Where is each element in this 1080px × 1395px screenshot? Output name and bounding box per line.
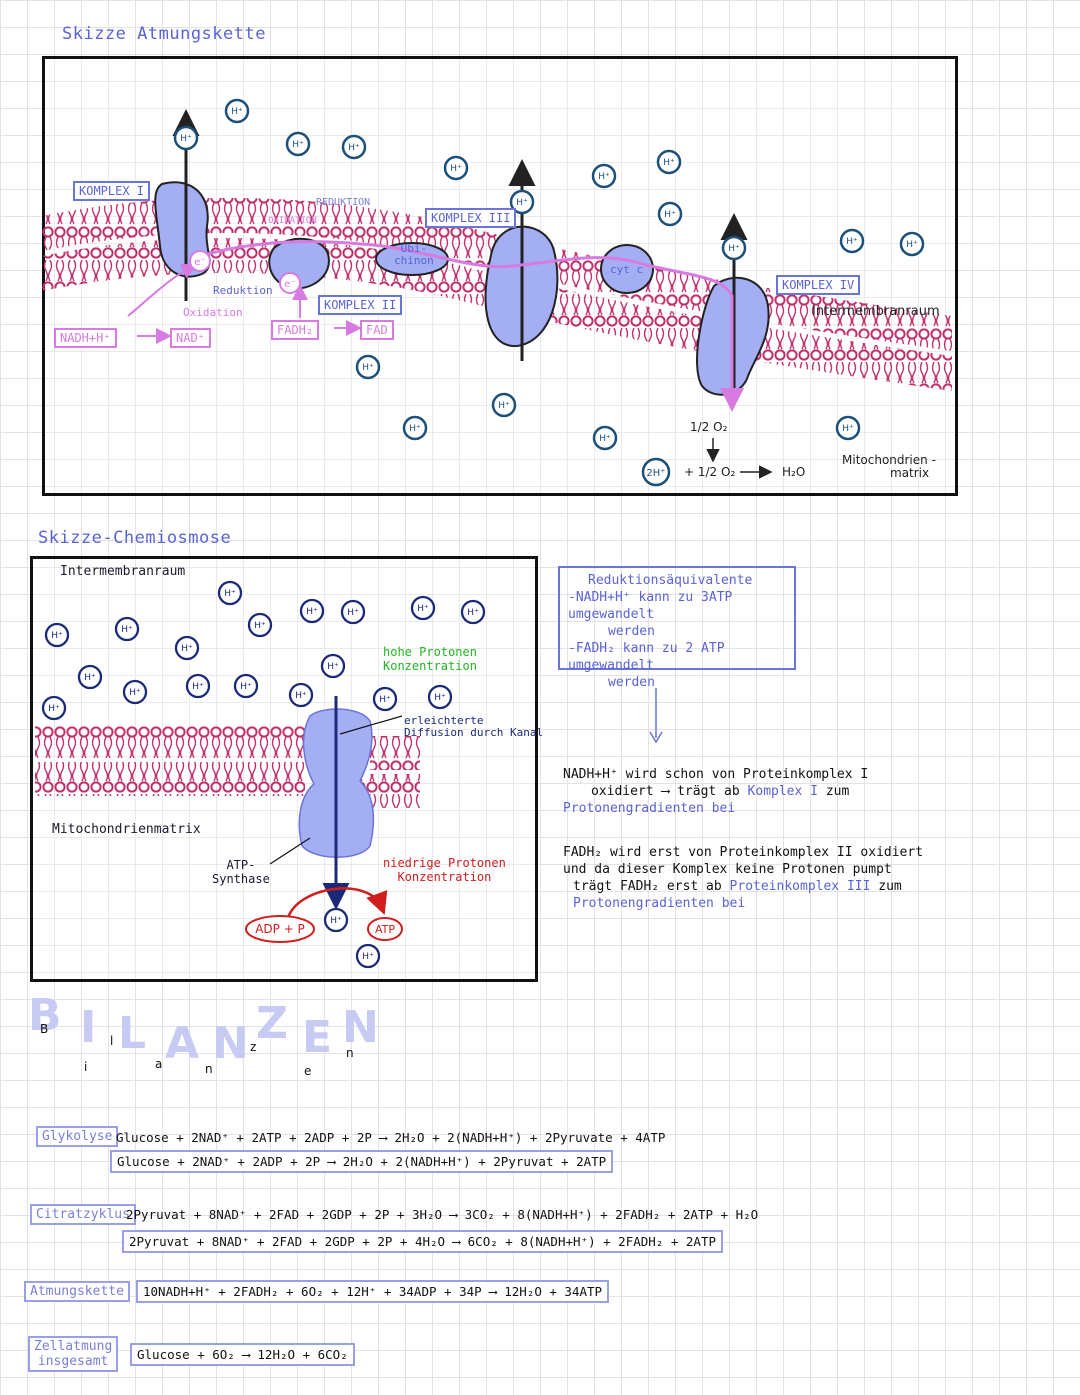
glykolyse-equation: Glucose + 2NAD⁺ + 2ADP + 2P ⟶ 2H₂O + 2(N… bbox=[110, 1150, 614, 1173]
svg-text:ATP: ATP bbox=[375, 923, 395, 936]
svg-text:H⁺: H⁺ bbox=[231, 107, 243, 117]
svg-text:H⁺: H⁺ bbox=[598, 172, 610, 182]
reaction-o2: + 1/2 O₂ bbox=[684, 465, 735, 479]
glykolyse-equation-draft: Glucose + 2NAD⁺ + 2ATP + 2ADP + 2P ⟶ 2H₂… bbox=[116, 1130, 666, 1145]
reduktion-label: Reduktion bbox=[213, 284, 273, 297]
atp-synthase-label: ATP-Synthase bbox=[212, 858, 270, 886]
membrane-bilayer-2 bbox=[35, 724, 420, 808]
komplex-4-label: KOMPLEX IV bbox=[776, 275, 861, 295]
proton-icons bbox=[173, 98, 925, 451]
atmungskette-equation: 10NADH+H⁺ + 2FADH₂ + 6O₂ + 12H⁺ + 34ADP … bbox=[136, 1280, 610, 1303]
svg-text:e⁻: e⁻ bbox=[284, 279, 295, 290]
svg-text:H⁺: H⁺ bbox=[348, 143, 360, 153]
bilanzen-heading: B I L A N Z E N B i l a n z e n bbox=[28, 990, 379, 1078]
svg-text:H⁺: H⁺ bbox=[498, 401, 510, 411]
svg-text:H⁺: H⁺ bbox=[51, 631, 63, 641]
fad-label: FAD bbox=[360, 320, 394, 340]
glykolyse-label: Glykolyse bbox=[36, 1126, 119, 1147]
svg-text:H⁺: H⁺ bbox=[192, 682, 204, 692]
svg-text:H⁺: H⁺ bbox=[842, 424, 854, 434]
electron-path bbox=[199, 240, 744, 412]
nad-label: NAD⁺ bbox=[170, 328, 211, 348]
svg-text:H⁺: H⁺ bbox=[48, 704, 60, 714]
svg-text:H⁺: H⁺ bbox=[728, 244, 740, 254]
svg-text:H⁺: H⁺ bbox=[467, 608, 479, 618]
svg-text:H⁺: H⁺ bbox=[254, 621, 266, 631]
citratzyklus-label: Citratzyklus bbox=[30, 1204, 136, 1225]
svg-text:H⁺: H⁺ bbox=[129, 688, 141, 698]
section-title-atmungskette: Skizze Atmungskette bbox=[62, 24, 266, 44]
svg-text:H⁺: H⁺ bbox=[84, 673, 96, 683]
zellatmung-equation: Glucose + 6O₂ ⟶ 12H₂O + 6CO₂ bbox=[130, 1343, 355, 1366]
nadh-label: NADH+H⁺ bbox=[54, 328, 117, 348]
note-nadh: NADH+H⁺ wird schon von Proteinkomplex I … bbox=[563, 767, 869, 816]
svg-text:2H⁺: 2H⁺ bbox=[646, 468, 665, 479]
adp-to-atp-arrow bbox=[286, 887, 388, 919]
intermembranraum-label: Intermembranraum bbox=[812, 304, 940, 319]
svg-text:H⁺: H⁺ bbox=[180, 134, 192, 144]
svg-text:H⁺: H⁺ bbox=[362, 363, 374, 373]
matrix-label: Mitochondrien - bbox=[842, 453, 936, 467]
svg-text:H⁺: H⁺ bbox=[330, 916, 342, 926]
fadh2-label: FADH₂ bbox=[271, 320, 320, 340]
svg-text:H⁺: H⁺ bbox=[434, 693, 446, 703]
svg-text:H⁺: H⁺ bbox=[224, 589, 236, 599]
electron-icon bbox=[189, 250, 211, 272]
svg-text:ADP + P: ADP + P bbox=[255, 922, 305, 936]
chemiosmose-matrix-label: Mitochondrienmatrix bbox=[52, 822, 201, 837]
adp-bubble bbox=[245, 915, 315, 943]
svg-text:e⁻: e⁻ bbox=[194, 257, 205, 268]
electron-path-nadh bbox=[127, 263, 198, 317]
svg-text:H⁺: H⁺ bbox=[327, 662, 339, 672]
atp-bubble bbox=[367, 917, 403, 941]
proton-icons-2 bbox=[41, 580, 486, 969]
svg-text:H⁺: H⁺ bbox=[295, 691, 307, 701]
komplex-2-label: KOMPLEX II bbox=[318, 295, 403, 315]
svg-text:H⁺: H⁺ bbox=[240, 682, 252, 692]
svg-text:H⁺: H⁺ bbox=[181, 644, 193, 654]
svg-text:H⁺: H⁺ bbox=[663, 158, 675, 168]
atmungskette-diagram: e⁻ e⁻ H⁺ H⁺ H⁺ H⁺ H⁺ H⁺ H⁺ H⁺ H⁺ H⁺ H⁺ H⁺ H⁺ H⁺… bbox=[42, 98, 952, 487]
reduktionsaequivalente-box: Reduktionsäquivalente -NADH+H⁺ kann zu 3… bbox=[558, 566, 796, 690]
svg-text:H⁺: H⁺ bbox=[292, 140, 304, 150]
oxidation-label: Oxidation bbox=[183, 306, 243, 319]
chemiosmose-intermembranraum-label: Intermembranraum bbox=[60, 564, 186, 579]
citratzyklus-equation: 2Pyruvat + 8NAD⁺ + 2FAD + 2GDP + 2P + 4H… bbox=[122, 1230, 723, 1253]
svg-text:H⁺: H⁺ bbox=[450, 164, 462, 174]
notes-down-arrow bbox=[649, 688, 663, 744]
svg-text:H⁺: H⁺ bbox=[379, 695, 391, 705]
svg-text:H⁺: H⁺ bbox=[906, 240, 918, 250]
svg-text:H⁺: H⁺ bbox=[599, 434, 611, 444]
reaction-water: H₂O bbox=[782, 465, 805, 479]
svg-text:H⁺: H⁺ bbox=[347, 608, 359, 618]
svg-text:H⁺: H⁺ bbox=[409, 424, 421, 434]
atmungskette-label: Atmungskette bbox=[24, 1281, 130, 1302]
electron-icon bbox=[279, 272, 301, 294]
two-protons-icon bbox=[641, 457, 671, 487]
svg-text:H⁺: H⁺ bbox=[516, 198, 528, 208]
oxidation-top-label: OXIDATION bbox=[268, 216, 317, 226]
svg-text:H⁺: H⁺ bbox=[846, 237, 858, 247]
chemiosmose-diagram: ADP + P ATP H⁺ H⁺ H⁺ H⁺ H⁺ H⁺ H⁺ H⁺ H⁺ H⁺ H⁺ H… bbox=[35, 580, 486, 969]
note-fadh2: FADH₂ wird erst von Proteinkomplex II ox… bbox=[563, 845, 924, 911]
cytc-label: cyt c bbox=[610, 263, 644, 276]
svg-text:H⁺: H⁺ bbox=[664, 210, 676, 220]
komplex-3-label: KOMPLEX III bbox=[425, 208, 517, 228]
svg-text:H⁺: H⁺ bbox=[306, 607, 318, 617]
citratzyklus-equation-draft: 2Pyruvat + 8NAD⁺ + 2FAD + 2GDP + 2P + 3H… bbox=[126, 1207, 759, 1222]
svg-text:matrix: matrix bbox=[890, 466, 929, 480]
section-title-chemiosmose: Skizze-Chemiosmose bbox=[38, 528, 232, 548]
svg-text:H⁺: H⁺ bbox=[362, 952, 374, 962]
svg-text:H⁺: H⁺ bbox=[417, 604, 429, 614]
komplex-1-label: KOMPLEX I bbox=[73, 181, 151, 201]
reduktion-top-label: REDUKTION bbox=[316, 197, 371, 208]
ubichinon-label: Ubi- chinon bbox=[394, 242, 434, 267]
svg-text:H⁺: H⁺ bbox=[121, 625, 133, 635]
half-o2-label: 1/2 O₂ bbox=[690, 420, 728, 434]
